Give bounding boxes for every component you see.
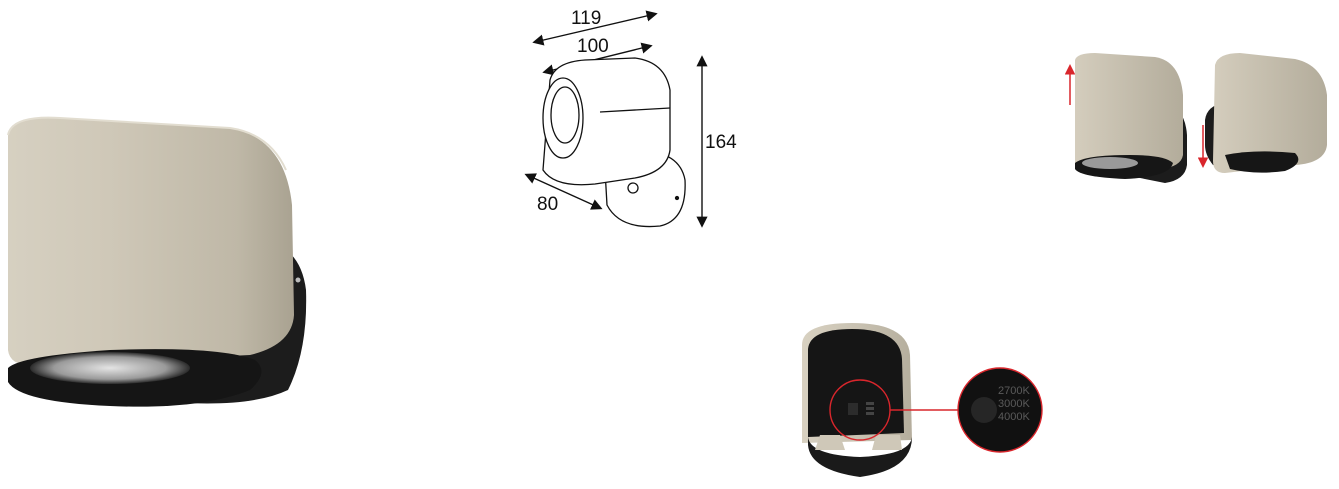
product-main-image (0, 110, 320, 410)
fixture-outline (542, 57, 686, 228)
back-view-cct-switch: 2700K 3000K 4000K (790, 315, 1080, 484)
dimension-drawing: 119 100 164 80 (515, 0, 755, 235)
fixture-light-down (1075, 53, 1187, 183)
mounting-orientation-views (1055, 45, 1339, 185)
dim-label-body-depth: 100 (577, 36, 609, 57)
fixture-back (802, 323, 912, 477)
dim-label-height: 164 (705, 132, 737, 153)
dim-label-base-diameter: 80 (537, 194, 558, 215)
dim-line-base-diameter (524, 173, 603, 210)
dim-label-overall-depth: 119 (571, 8, 601, 29)
cct-option-2: 3000K (998, 398, 1030, 410)
fixture-light-up (1205, 53, 1327, 173)
cct-option-3: 4000K (998, 411, 1030, 423)
housing-shell (7, 116, 294, 366)
dim-line-overall-depth (532, 10, 658, 46)
cct-option-1: 2700K (998, 385, 1030, 397)
switch-callout-zoom (957, 367, 1043, 453)
lens-rim (8, 349, 262, 407)
